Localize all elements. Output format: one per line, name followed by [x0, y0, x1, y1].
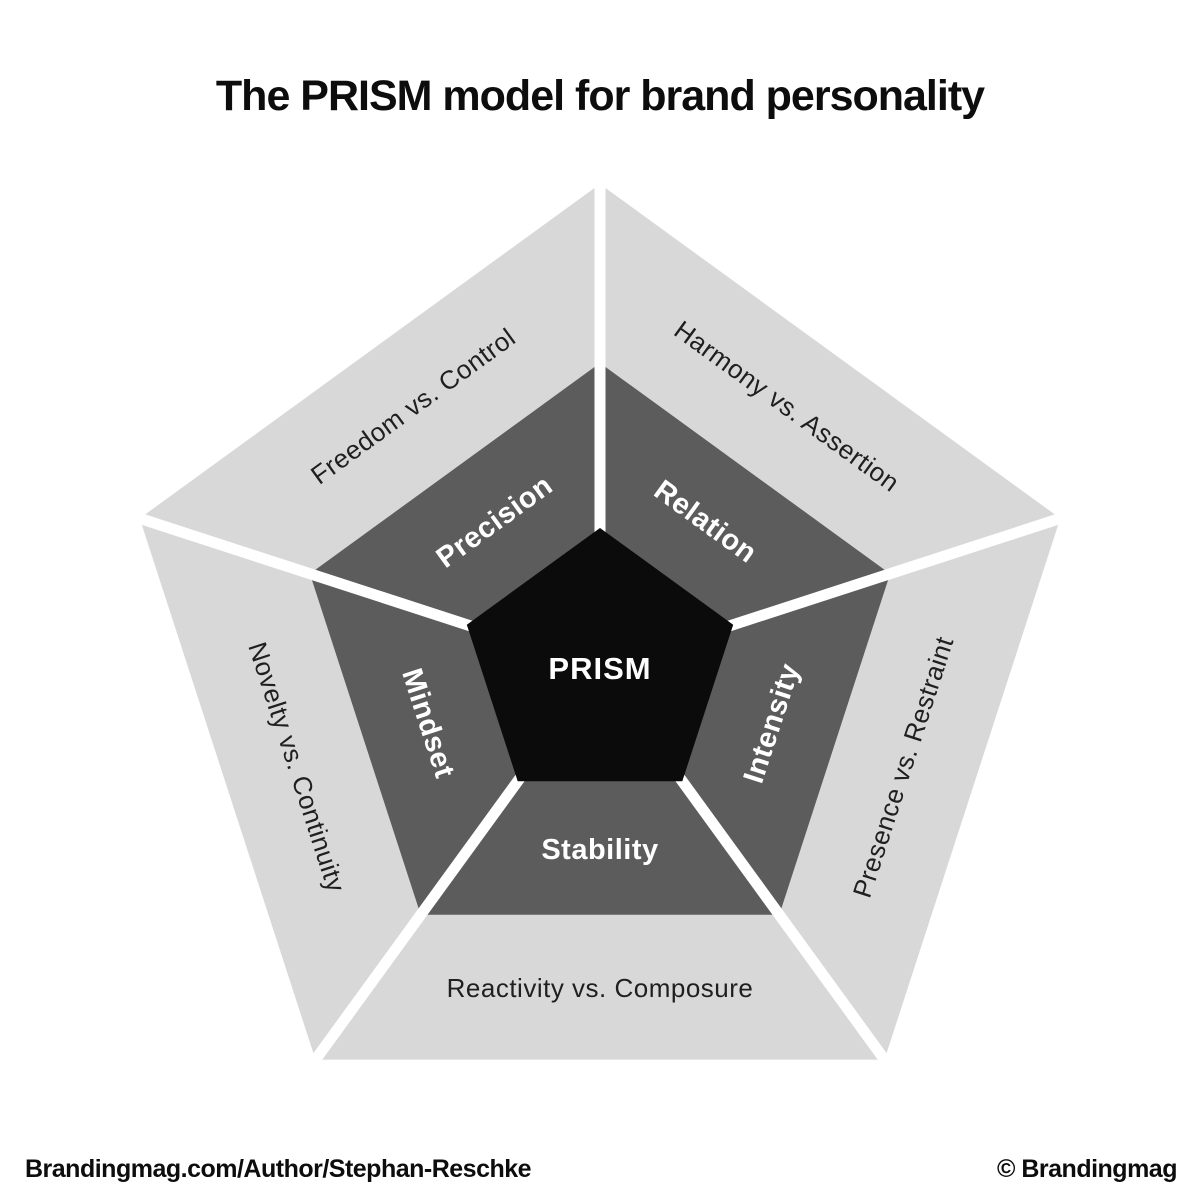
core-pentagon [466, 528, 734, 782]
axis-label-reactivity-vs-composure: Reactivity vs. Composure [447, 973, 754, 1003]
footer-author-link: Brandingmag.com/Author/Stephan-Reschke [25, 1155, 532, 1183]
page-title: The PRISM model for brand personality [216, 72, 985, 120]
footer-copyright: © Brandingmag [997, 1155, 1177, 1183]
core-label: PRISM [548, 651, 651, 686]
dimension-label-stability: Stability [541, 834, 658, 866]
